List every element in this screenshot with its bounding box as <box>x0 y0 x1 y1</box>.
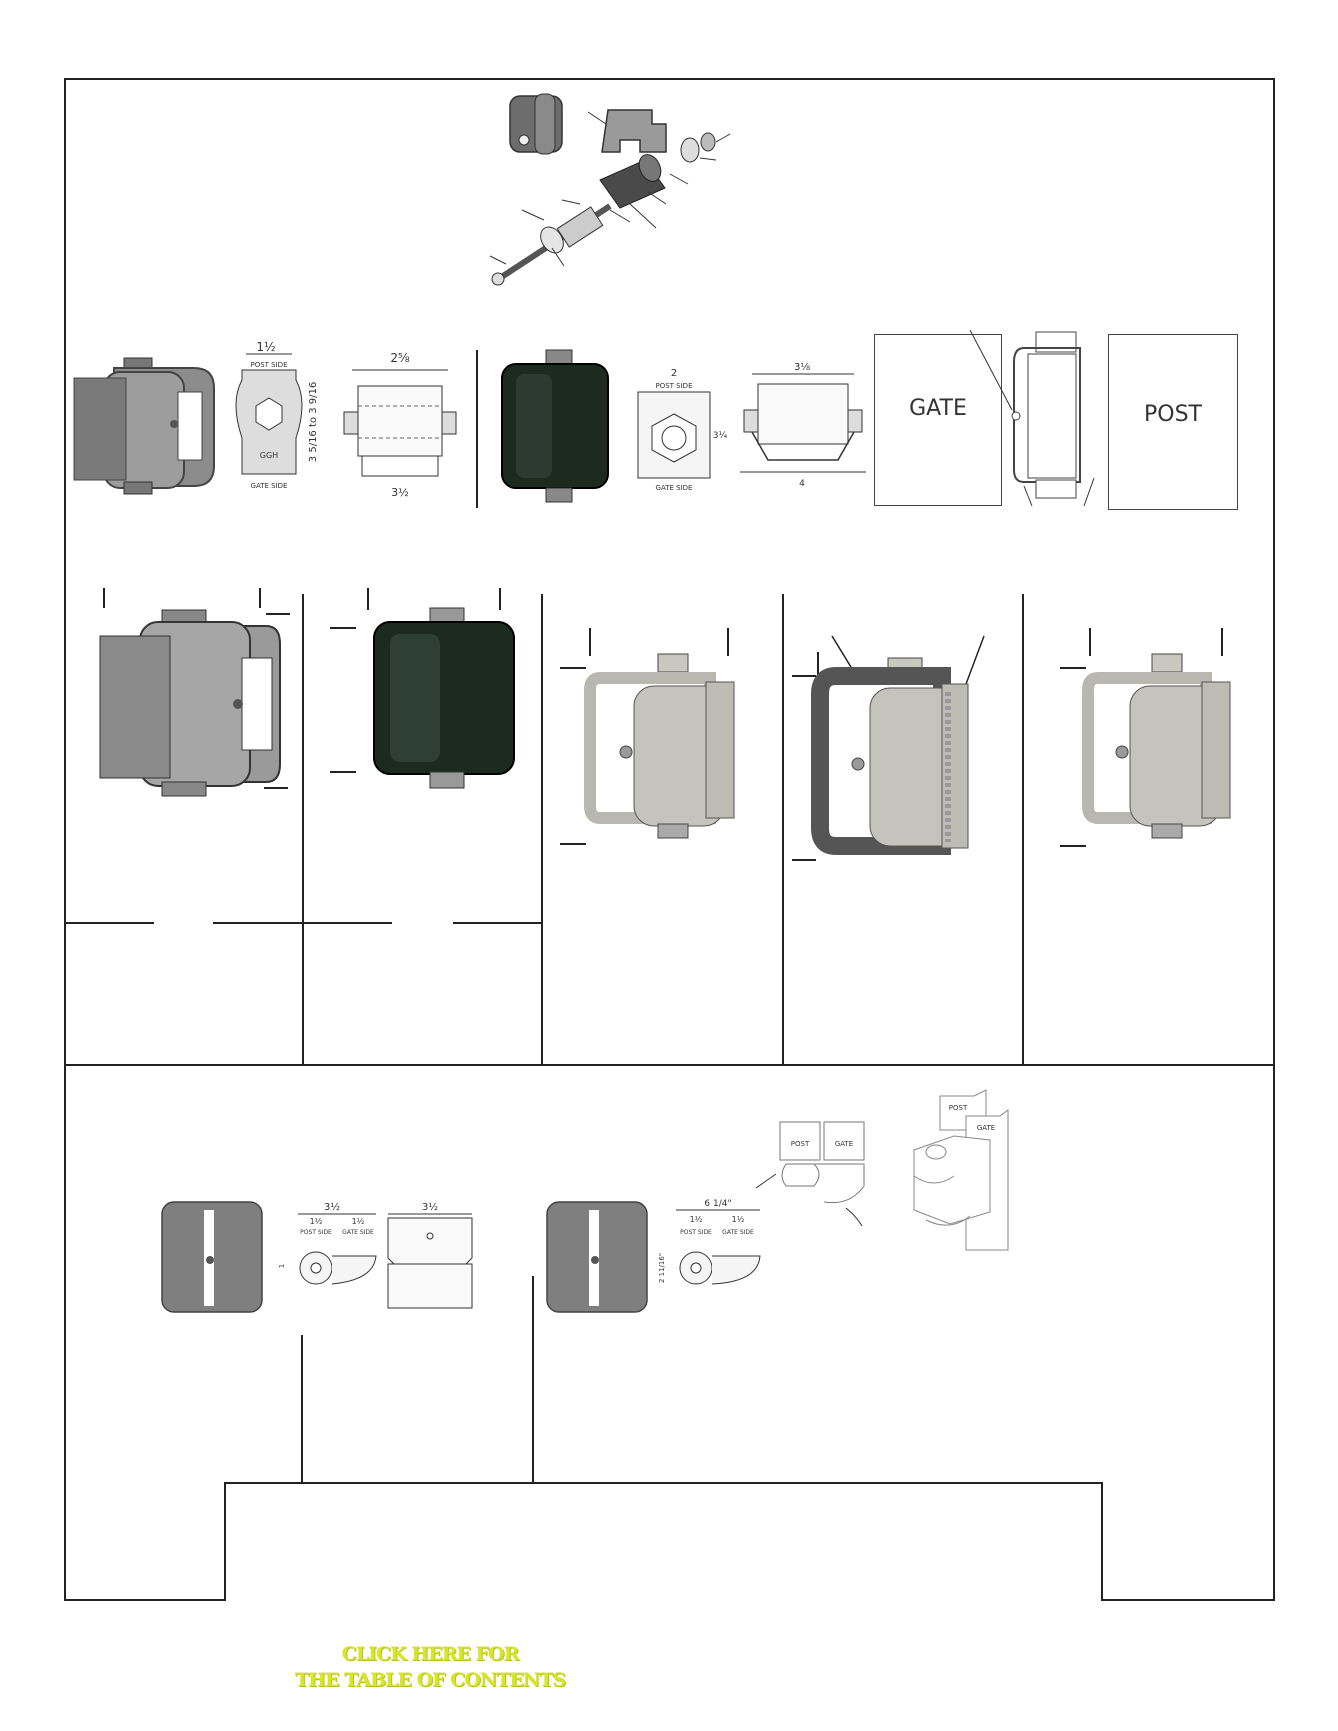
rule-col2-a <box>302 922 392 924</box>
dim-6-1-4-label: 6 1/4" <box>704 1199 731 1209</box>
ggh-profile-drawing: 1½ POST SIDE GGH GATE SIDE 3 5/16 to 3 9… <box>235 340 319 490</box>
post-side-label-a: POST SIDE <box>251 361 288 369</box>
weld-hinge-drawing-c: 6 1/4" 1½ 1½ POST SIDE GATE SIDE 2 11/16… <box>658 1199 761 1285</box>
col-divider-1 <box>302 594 304 1064</box>
post-small-label-a: POST <box>791 1140 810 1148</box>
svg-text:1: 1 <box>278 1264 286 1268</box>
ggh-label: GGH <box>260 451 278 460</box>
hinge-photo-col4 <box>792 635 985 861</box>
dim-3-1-4-label: 3¼ <box>713 431 728 441</box>
frame-right <box>1273 78 1275 1601</box>
col-divider-2 <box>541 594 543 1064</box>
rule-col1-a <box>64 922 154 924</box>
dim-2-5-8-label: 2⅝ <box>390 351 410 365</box>
toc-link-line1[interactable]: CLICK HERE FOR <box>341 1643 520 1665</box>
hinge-side-drawing-1: 2⅝ 3½ <box>343 351 457 499</box>
dim-range-label: 3 5/16 to 3 9/16 <box>308 382 319 462</box>
dim-1-half-label: 1½ <box>256 340 275 354</box>
inner-tab-top <box>224 1482 1103 1484</box>
hex-end-drawing: 2 POST SIDE 3¼ GATE SIDE <box>637 368 727 492</box>
post-gate-wrap-diagram: POST GATE <box>755 1121 865 1227</box>
dim-4-label: 4 <box>799 479 805 489</box>
rule-col1-b <box>213 922 303 924</box>
gate-label: GATE <box>909 396 967 421</box>
frame-left <box>64 78 66 1601</box>
dim-3-half-label-c: 3½ <box>422 1201 438 1213</box>
grey-hinge-photo <box>73 357 215 495</box>
dim-3-half-label-a: 3½ <box>391 486 409 499</box>
frame-top <box>64 78 1275 80</box>
dim-1-half-label-d: 1½ <box>690 1215 703 1224</box>
weld-hinge-photo-1 <box>161 1201 263 1313</box>
black-hinge-photo <box>501 349 609 503</box>
weld-hinge-photo-2 <box>546 1201 648 1313</box>
weld-hinge-drawing-b: 3½ <box>387 1201 473 1309</box>
dim-1-half-label-c: 1½ <box>352 1217 365 1226</box>
post-label: POST <box>1144 402 1202 427</box>
post-side-label-b: POST SIDE <box>656 382 693 390</box>
bottom-connector-2 <box>532 1276 534 1482</box>
table-of-contents-link[interactable]: CLICK HERE FOR THE TABLE OF CONTENTS <box>270 1641 590 1693</box>
dim-2-label: 2 <box>671 368 677 379</box>
rule-col2-b <box>453 922 542 924</box>
dim-3-half-label-b: 3½ <box>324 1201 340 1213</box>
col-divider-3 <box>782 594 784 1064</box>
gate-small-label-a: GATE <box>835 1140 853 1148</box>
exploded-hinge-diagram <box>489 93 731 286</box>
top-row-divider <box>476 350 478 508</box>
dim-2-11-16-label: 2 11/16" <box>658 1253 666 1283</box>
hinge-photo-col5 <box>1060 628 1231 847</box>
gate-side-label-a: GATE SIDE <box>251 482 288 490</box>
inner-tab-left <box>224 1482 226 1601</box>
col-divider-4 <box>1022 594 1024 1064</box>
hinge-photo-col2 <box>330 588 515 789</box>
dim-1-half-label-e: 1½ <box>732 1215 745 1224</box>
hinge-photo-col3 <box>560 628 735 845</box>
hinge-photo-col1 <box>99 588 290 797</box>
post-side-label-c: POST SIDE <box>300 1229 332 1236</box>
frame-bottom-right <box>1101 1599 1275 1601</box>
gate-post-diagram: GATE POST <box>874 329 1238 512</box>
inner-tab-right <box>1101 1482 1103 1601</box>
dim-1-half-label-b: 1½ <box>310 1217 323 1226</box>
gate-small-label-b: GATE <box>977 1124 995 1132</box>
hinge-side-drawing-2: 3⅛ 4 <box>740 362 866 489</box>
toc-link-line2[interactable]: THE TABLE OF CONTENTS <box>294 1669 566 1691</box>
gate-side-label-d: GATE SIDE <box>722 1229 754 1236</box>
frame-bottom-left <box>64 1599 226 1601</box>
section-divider-bottom <box>64 1064 1275 1066</box>
gate-side-label-c: GATE SIDE <box>342 1229 374 1236</box>
weld-hinge-drawing-a: 3½ 1½ 1½ POST SIDE GATE SIDE 1 <box>278 1201 377 1285</box>
dim-3-1-8-label: 3⅛ <box>794 362 810 373</box>
post-side-label-d: POST SIDE <box>680 1229 712 1236</box>
post-gate-3d-diagram: POST GATE <box>913 1089 1009 1251</box>
post-small-label-b: POST <box>949 1104 968 1112</box>
gate-side-label-b: GATE SIDE <box>656 484 693 492</box>
bottom-connector-1 <box>301 1335 303 1482</box>
